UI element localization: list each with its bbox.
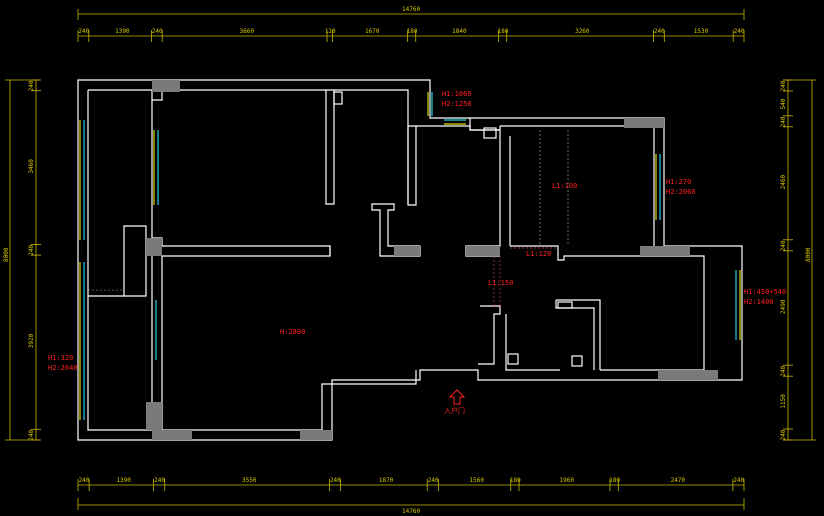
top-dimension-segment-label: 3260 [575,28,590,35]
bottom-dimension-segment-label: 2470 [671,477,686,484]
top-dimension-segment-label: 240 [152,28,163,35]
win-right-lower-h1-label: H1:450+540 [744,288,786,296]
win-top-h1-label: H1:1060 [442,90,472,98]
win-right-room-h2-label: H2:2060 [666,188,696,196]
top-dimension-segment-label: 3660 [240,28,255,35]
right-dimension-chain: 8000 240 540 240 2460 240 2490 240 1150 240 [780,79,816,440]
win-top-h2-label: H2:1250 [442,100,472,108]
bottom-dimension-segment-label: 240 [330,477,341,484]
bottom-dimension-segment-label: 240 [428,477,439,484]
win-right-lower-h2-label: H2:1400 [744,298,774,306]
walls [77,79,743,441]
left-overall-dimension: 8000 [3,247,10,262]
bottom-dimension-segment-label: 240 [79,477,90,484]
mid-l1-label-b: L1:150 [488,279,513,287]
right-dimension-segment-label: 540 [780,98,787,109]
top-dimension-segment-label: 1390 [115,28,130,35]
right-overall-dimension: 8000 [805,247,812,262]
left-dimension-segment-label: 3460 [28,159,35,174]
windows [79,92,741,420]
top-dimension-segment-label: 240 [734,28,745,35]
top-dimension-segment-label: 1530 [694,28,709,35]
top-dimension-segment-label: 1670 [365,28,380,35]
mid-l1-label-a: L1:120 [526,250,551,258]
left-dimension-segment-label: 240 [28,429,35,440]
right-dimension-segment-label: 1150 [780,394,787,409]
bottom-dimension-segment-label: 180 [609,477,620,484]
top-dimension-segment-label: 240 [78,28,89,35]
bottom-dimension-segment-label: 180 [510,477,521,484]
structural-columns [146,80,718,440]
right-dimension-segment-label: 2460 [780,174,787,189]
bottom-overall-dimension: 14760 [402,508,420,515]
left-dimension-segment-label: 240 [28,245,35,256]
left-dimension-chain: 8000 240 3460 240 3920 240 [3,79,41,441]
right-dimension-segment-label: 2490 [780,299,787,314]
right-dimension-segment-label: 240 [780,80,787,91]
top-dimension-segment-label: 120 [325,28,336,35]
annotation-labels: H1:1060 H2:1250 H1:270 H2:2060 H1:450+54… [48,90,786,372]
left-dimension-segment-label: 3920 [28,333,35,348]
right-dimension-segment-label: 240 [780,116,787,127]
top-overall-dimension: 14760 [402,6,420,13]
bottom-dimension-segment-label: 1390 [116,477,131,484]
bottom-dimension-segment-label: 1960 [560,477,575,484]
right-dimension-segment-label: 240 [780,429,787,440]
dashed-lines [88,130,569,306]
top-dimension-segment-label: 180 [498,28,509,35]
top-dimension-chain: 14760 240 1390 240 3660 120 1670 180 1840 180 326… [77,6,745,42]
entrance-label: 入户门 [444,406,465,415]
fixtures [333,91,583,367]
bottom-dimension-segment-label: 1870 [379,477,394,484]
top-dimension-segment-label: 180 [407,28,418,35]
win-left-h1-label: H1:320 [48,354,73,362]
left-dimension-segment-label: 240 [28,80,35,91]
bottom-dimension-segment-label: 240 [154,477,165,484]
entrance-arrow-icon [448,389,466,405]
bottom-dimension-segment-label: 3550 [242,477,257,484]
top-dimension-segment-label: 1840 [452,28,467,35]
living-height-label: H:2800 [280,328,305,336]
bottom-dimension-segment-label: 1560 [470,477,485,484]
room-l1-label: L1:100 [552,182,577,190]
bottom-dimension-segment-label: 240 [733,477,744,484]
bottom-dimension-chain: 14760 240 1390 240 3550 240 1870 240 1560 180 196… [77,477,745,515]
right-dimension-segment-label: 240 [780,365,787,376]
top-dimension-segment-label: 240 [654,28,665,35]
entrance-marker: 入户门 [444,389,466,415]
win-right-room-h1-label: H1:270 [666,178,691,186]
win-left-h2-label: H2:2040 [48,364,78,372]
right-dimension-segment-label: 240 [780,240,787,251]
